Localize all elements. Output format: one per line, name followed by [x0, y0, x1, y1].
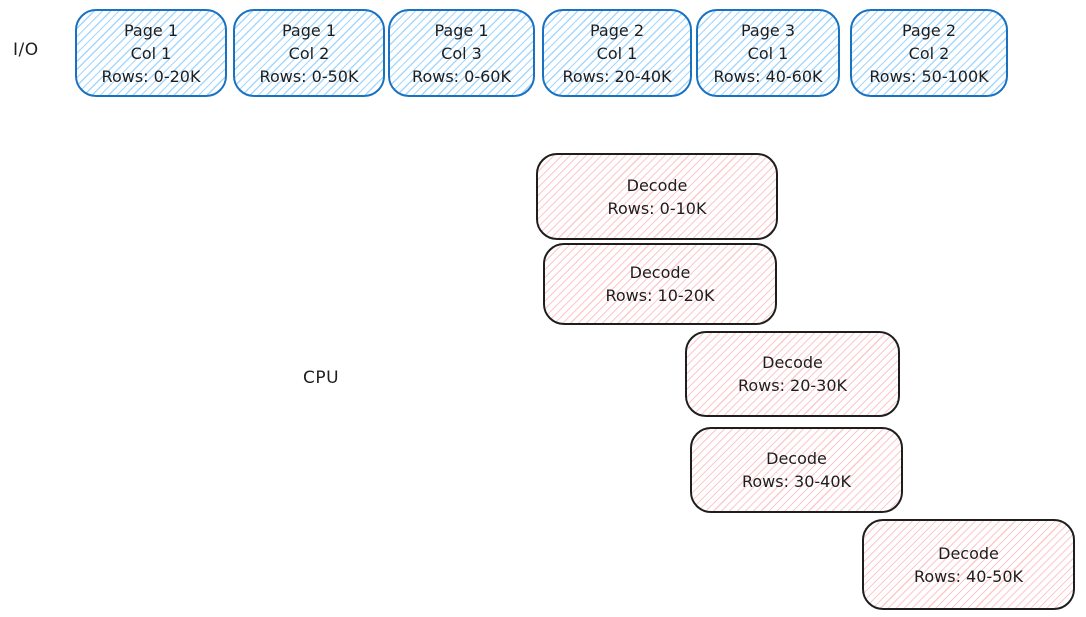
rows-label: Rows: 20-30K: [737, 376, 848, 395]
io-page-box: Page 2 Col 2 Rows: 50-100K: [850, 9, 1008, 97]
io-page-box: Page 3 Col 1 Rows: 40-60K: [696, 9, 840, 97]
decode-box: Decode Rows: 30-40K: [690, 427, 903, 513]
rows-label: Rows: 30-40K: [741, 472, 852, 491]
io-page-box: Page 1 Col 1 Rows: 0-20K: [75, 9, 227, 97]
col-label: Col 1: [747, 43, 789, 63]
rows-label: Rows: 0-50K: [259, 66, 359, 86]
decode-label: Decode: [762, 353, 823, 372]
decode-label: Decode: [629, 263, 691, 282]
rows-label: Rows: 10-20K: [605, 286, 715, 305]
rows-label: Rows: 20-40K: [562, 66, 672, 86]
decode-box: Decode Rows: 0-10K: [536, 153, 778, 240]
page-label: Page 2: [590, 20, 644, 40]
rows-label: Rows: 0-10K: [607, 198, 707, 218]
col-label: Col 1: [596, 43, 638, 63]
decode-box: Decode Rows: 20-30K: [685, 331, 900, 417]
rows-label: Rows: 50-100K: [869, 66, 989, 86]
cpu-row-label: CPU: [303, 368, 340, 388]
decode-box: Decode Rows: 10-20K: [543, 243, 777, 325]
io-page-box: Page 1 Col 2 Rows: 0-50K: [233, 9, 385, 97]
io-page-box: Page 1 Col 3 Rows: 0-60K: [388, 9, 535, 97]
decode-label: Decode: [626, 175, 688, 195]
col-label: Col 1: [130, 43, 172, 63]
rows-label: Rows: 40-60K: [713, 66, 823, 86]
col-label: Col 2: [908, 43, 950, 63]
io-row-label: I/O: [13, 40, 39, 60]
decode-label: Decode: [766, 449, 827, 468]
decode-box: Decode Rows: 40-50K: [862, 519, 1075, 610]
rows-label: Rows: 40-50K: [913, 566, 1024, 586]
col-label: Col 2: [288, 43, 330, 63]
page-label: Page 1: [434, 20, 489, 40]
page-label: Page 3: [741, 20, 795, 40]
page-label: Page 1: [282, 20, 336, 40]
io-page-box: Page 2 Col 1 Rows: 20-40K: [542, 9, 692, 97]
rows-label: Rows: 0-20K: [101, 66, 201, 86]
col-label: Col 3: [441, 43, 482, 63]
rows-label: Rows: 0-60K: [412, 66, 511, 86]
page-label: Page 2: [902, 20, 956, 40]
page-label: Page 1: [124, 20, 178, 40]
decode-label: Decode: [938, 543, 999, 563]
